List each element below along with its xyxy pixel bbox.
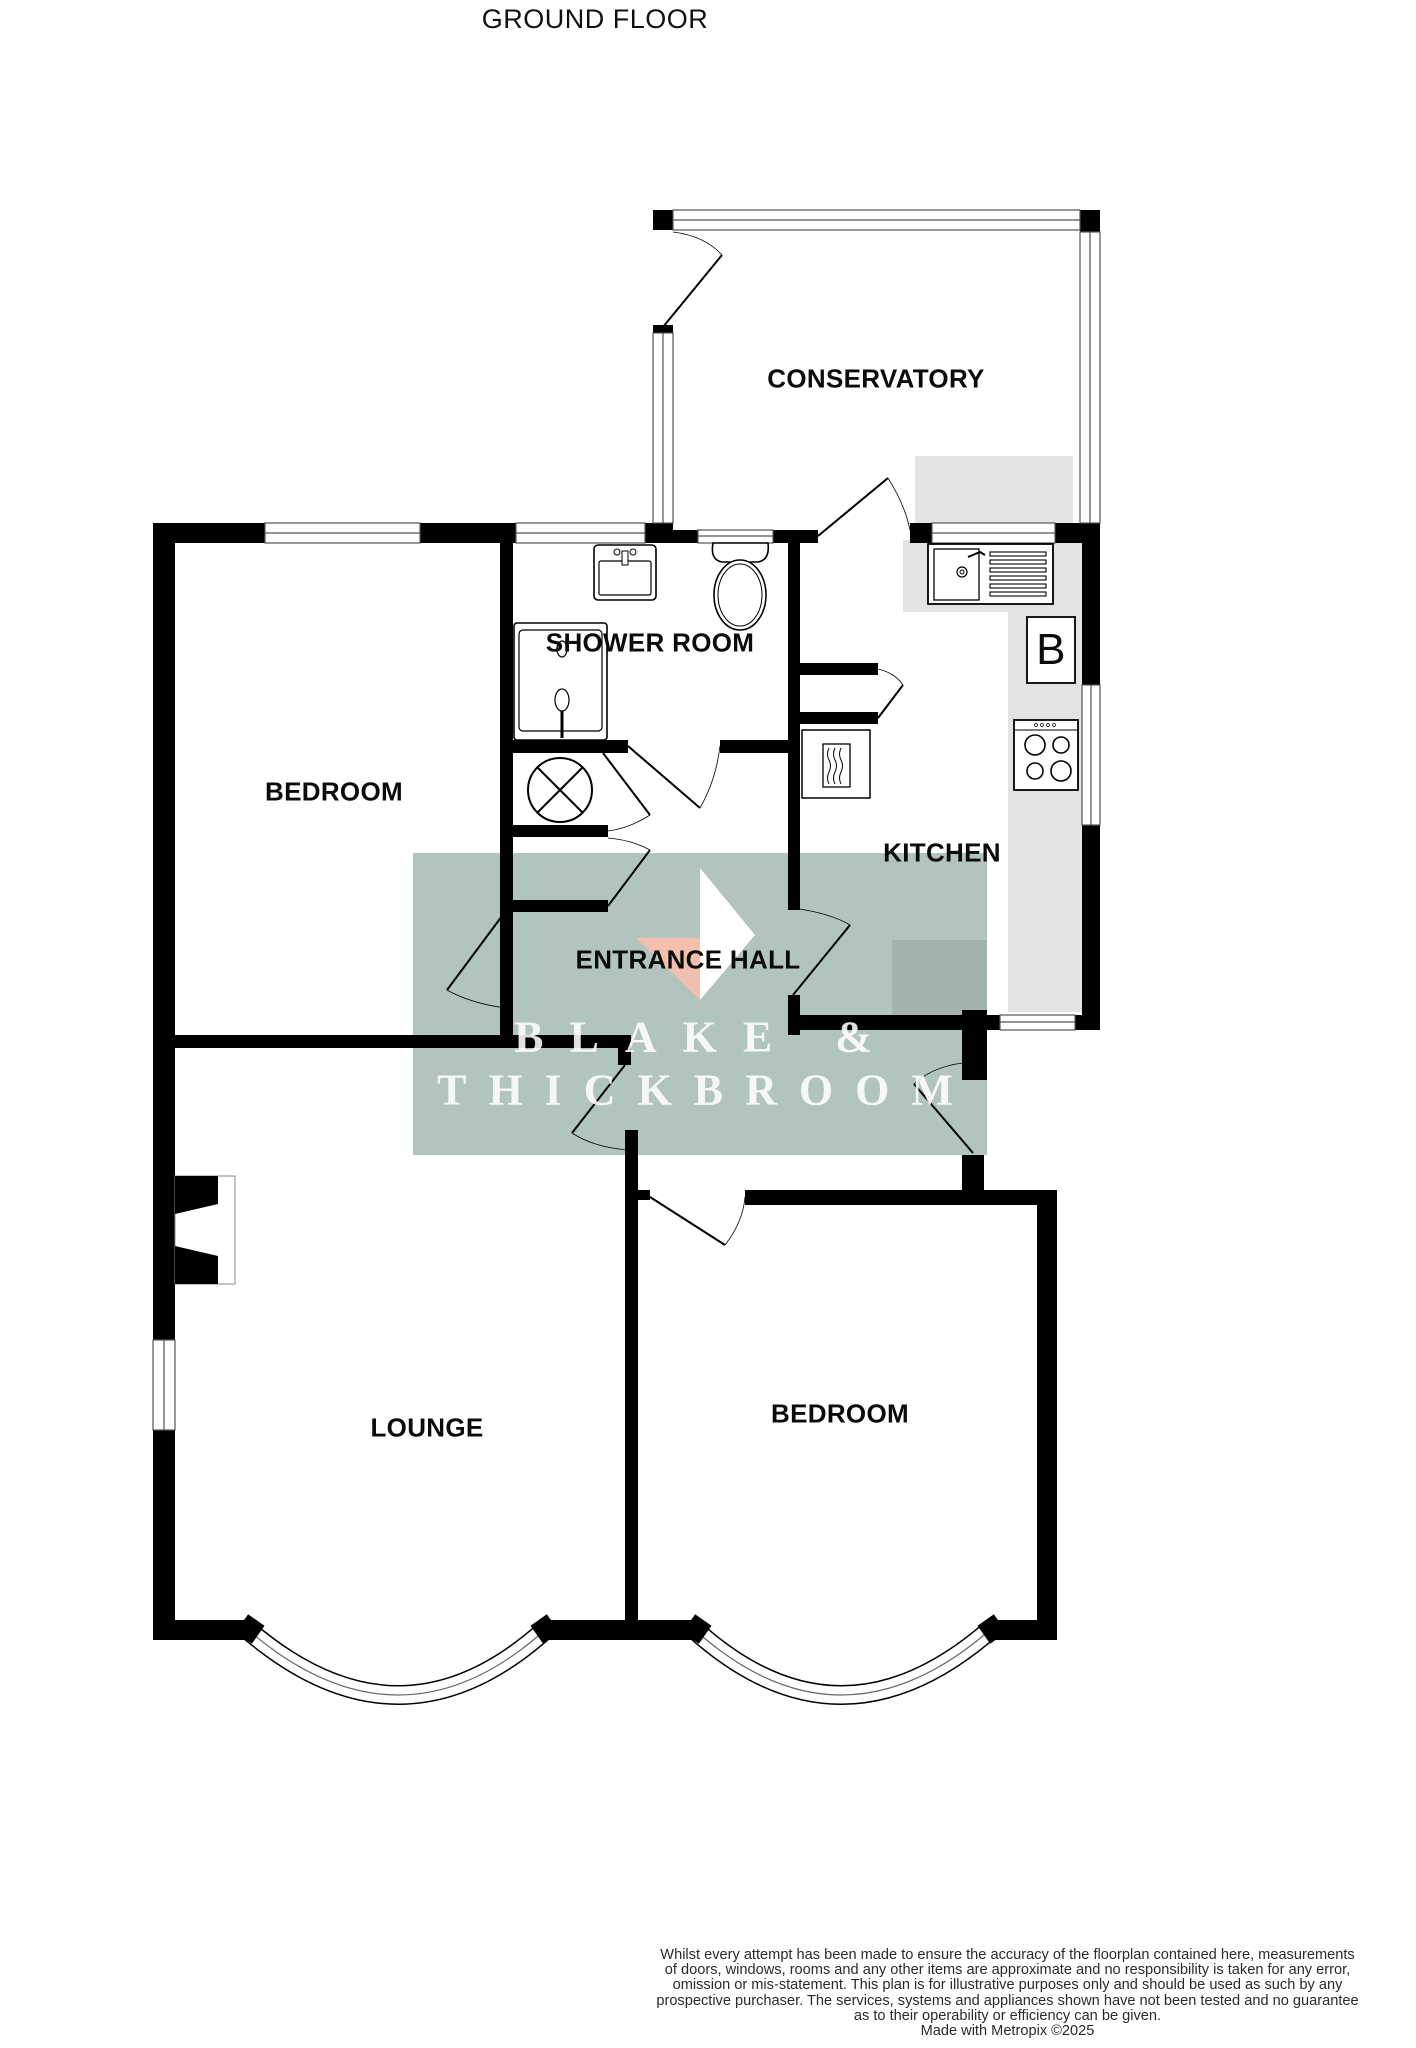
boiler-label: B	[1036, 625, 1066, 674]
fireplace-icon	[174, 1175, 236, 1285]
floor-title: GROUND FLOOR	[481, 4, 709, 34]
hob-icon	[1013, 719, 1079, 791]
room-label-bedroom-1: BEDROOM	[265, 776, 403, 807]
bay-windows	[235, 1614, 1007, 1705]
kitchen-sink-icon	[927, 543, 1054, 605]
disclaimer-line: of doors, windows, rooms and any other i…	[664, 1962, 1351, 1979]
room-label-lounge: LOUNGE	[370, 1412, 484, 1443]
disclaimer: Whilst every attempt has been made to en…	[655, 1947, 1360, 2040]
disclaimer-line: as to their operability or efficiency ca…	[853, 2007, 1162, 2024]
washing-machine-icon	[801, 729, 871, 799]
disclaimer-line: prospective purchaser. The services, sys…	[656, 1992, 1359, 2009]
water-cylinder-icon	[527, 757, 593, 823]
room-label-conservatory: CONSERVATORY	[767, 363, 985, 394]
shower-tray-icon	[513, 622, 608, 741]
room-label-shower-room: SHOWER ROOM	[545, 627, 755, 658]
room-label-kitchen: KITCHEN	[883, 837, 1001, 868]
doors	[446, 231, 975, 1246]
windows	[152, 209, 1101, 1431]
watermark-line-2: THICKBROOM	[437, 1065, 975, 1115]
disclaimer-line: omission or mis-statement. This plan is …	[672, 1977, 1343, 1994]
toilet-icon	[711, 542, 770, 631]
metropix-credit: Made with Metropix ©2025	[920, 2023, 1095, 2040]
watermark-line-1: BLAKE &	[514, 1012, 898, 1062]
disclaimer-line: Whilst every attempt has been made to en…	[660, 1947, 1355, 1963]
boiler-icon	[1026, 616, 1076, 684]
room-label-bedroom-2: BEDROOM	[771, 1398, 909, 1429]
room-label-entrance-hall: ENTRANCE HALL	[575, 944, 801, 975]
wash-basin-icon	[593, 544, 657, 601]
